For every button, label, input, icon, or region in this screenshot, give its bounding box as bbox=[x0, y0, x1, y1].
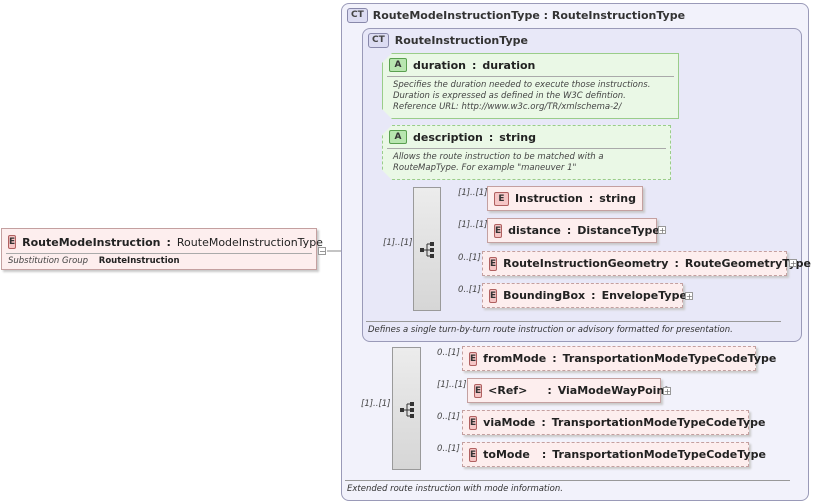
inner-type-title: RouteInstructionType bbox=[394, 34, 528, 47]
element-type: TransportationModeTypeCodeType bbox=[562, 352, 777, 365]
sequence-compositor[interactable] bbox=[392, 347, 421, 470]
sequence-cardinality: [1]..[1] bbox=[361, 399, 391, 409]
attribute-documentation: Specifies the duration needed to execute… bbox=[387, 76, 674, 116]
element-distance[interactable]: E distance : DistanceType bbox=[487, 218, 660, 243]
element-icon: E bbox=[469, 415, 478, 430]
attribute-name: description bbox=[413, 130, 483, 144]
root-element-name: RouteModeInstruction bbox=[22, 235, 161, 249]
complex-type-icon: CT bbox=[347, 8, 368, 23]
element-type: TransportationModeTypeCodeType bbox=[551, 416, 766, 429]
attribute-description[interactable]: A description : string Allows the route … bbox=[382, 125, 671, 180]
element-icon: E bbox=[494, 223, 503, 238]
attribute-type: string bbox=[499, 130, 537, 144]
attribute-documentation: Allows the route instruction to be match… bbox=[387, 148, 666, 177]
attribute-name: duration bbox=[413, 58, 466, 72]
outer-type-title: RouteModeInstructionType : RouteInstruct… bbox=[372, 9, 686, 22]
element-cardinality: 0..[1] bbox=[437, 348, 460, 358]
element-cardinality: [1]..[1] bbox=[458, 220, 488, 230]
element-type: ViaModeWayPoint bbox=[557, 384, 670, 397]
element-icon: E bbox=[489, 288, 498, 303]
expand-plus-icon[interactable]: + bbox=[789, 259, 797, 268]
attribute-type: duration bbox=[482, 58, 536, 72]
root-element-route-mode-instruction[interactable]: E RouteModeInstruction : RouteModeInstru… bbox=[1, 228, 323, 270]
element-icon: E bbox=[469, 351, 478, 366]
element-name: fromMode bbox=[483, 352, 547, 365]
element-route-instruction-geometry[interactable]: E RouteInstructionGeometry : RouteGeomet… bbox=[482, 251, 811, 276]
element-icon: E bbox=[494, 191, 509, 206]
element-from-mode[interactable]: E fromMode : TransportationModeTypeCodeT… bbox=[462, 346, 776, 371]
element-cardinality: 0..[1] bbox=[437, 444, 460, 454]
attribute-icon: A bbox=[389, 130, 407, 144]
element-icon: E bbox=[8, 235, 17, 249]
element-to-mode[interactable]: E toMode : TransportationModeTypeCodeTyp… bbox=[462, 442, 766, 467]
element-type: string bbox=[599, 192, 636, 205]
element-ref-via-mode-way-point[interactable]: E <Ref> : ViaModeWayPoint bbox=[467, 378, 670, 403]
sequence-compositor-icon bbox=[400, 402, 414, 418]
element-name: <Ref> bbox=[488, 384, 528, 397]
collapse-minus-icon[interactable]: − bbox=[318, 247, 326, 256]
element-name: toMode bbox=[483, 448, 530, 461]
inner-type-divider bbox=[366, 321, 781, 322]
element-via-mode[interactable]: E viaMode : TransportationModeTypeCodeTy… bbox=[462, 410, 765, 435]
sequence-compositor-icon bbox=[420, 242, 434, 258]
element-name: viaMode bbox=[483, 416, 536, 429]
element-icon: E bbox=[474, 383, 483, 398]
outer-type-documentation: Extended route instruction with mode inf… bbox=[347, 484, 563, 494]
element-cardinality: 0..[1] bbox=[458, 285, 481, 295]
element-name: distance bbox=[508, 224, 561, 237]
element-name: BoundingBox bbox=[503, 289, 586, 302]
outer-type-header: CT RouteModeInstructionType : RouteInstr… bbox=[347, 8, 685, 23]
element-icon: E bbox=[489, 256, 498, 271]
expand-plus-icon[interactable]: + bbox=[663, 387, 671, 396]
expand-plus-icon[interactable]: + bbox=[658, 226, 666, 235]
substitution-group-label: Substitution Group bbox=[8, 256, 89, 266]
element-type: TransportationModeTypeCodeType bbox=[552, 448, 766, 461]
element-instruction[interactable]: E Instruction : string bbox=[487, 186, 643, 211]
expand-plus-icon[interactable]: + bbox=[685, 292, 693, 301]
sequence-compositor[interactable] bbox=[413, 187, 441, 311]
attribute-duration[interactable]: A duration : duration Specifies the dura… bbox=[382, 53, 679, 119]
element-icon: E bbox=[469, 447, 478, 462]
outer-type-divider bbox=[345, 480, 790, 481]
element-type: DistanceType bbox=[577, 224, 660, 237]
element-name: Instruction bbox=[514, 192, 583, 205]
complex-type-icon: CT bbox=[368, 33, 389, 48]
element-cardinality: [1]..[1] bbox=[437, 380, 467, 390]
element-type: EnvelopeType bbox=[601, 289, 687, 302]
element-cardinality: 0..[1] bbox=[437, 412, 460, 422]
sequence-cardinality: [1]..[1] bbox=[383, 238, 413, 248]
substitution-group-value: RouteInstruction bbox=[98, 256, 180, 266]
element-bounding-box[interactable]: E BoundingBox : EnvelopeType bbox=[482, 283, 687, 308]
element-cardinality: 0..[1] bbox=[458, 253, 481, 263]
element-type: RouteGeometryType bbox=[684, 257, 811, 270]
attribute-icon: A bbox=[389, 58, 407, 72]
inner-type-documentation: Defines a single turn-by-turn route inst… bbox=[368, 325, 733, 335]
root-element-type: RouteModeInstructionType bbox=[176, 235, 323, 249]
element-name: RouteInstructionGeometry bbox=[503, 257, 669, 270]
inner-type-header: CT RouteInstructionType bbox=[368, 33, 528, 48]
element-cardinality: [1]..[1] bbox=[458, 188, 488, 198]
